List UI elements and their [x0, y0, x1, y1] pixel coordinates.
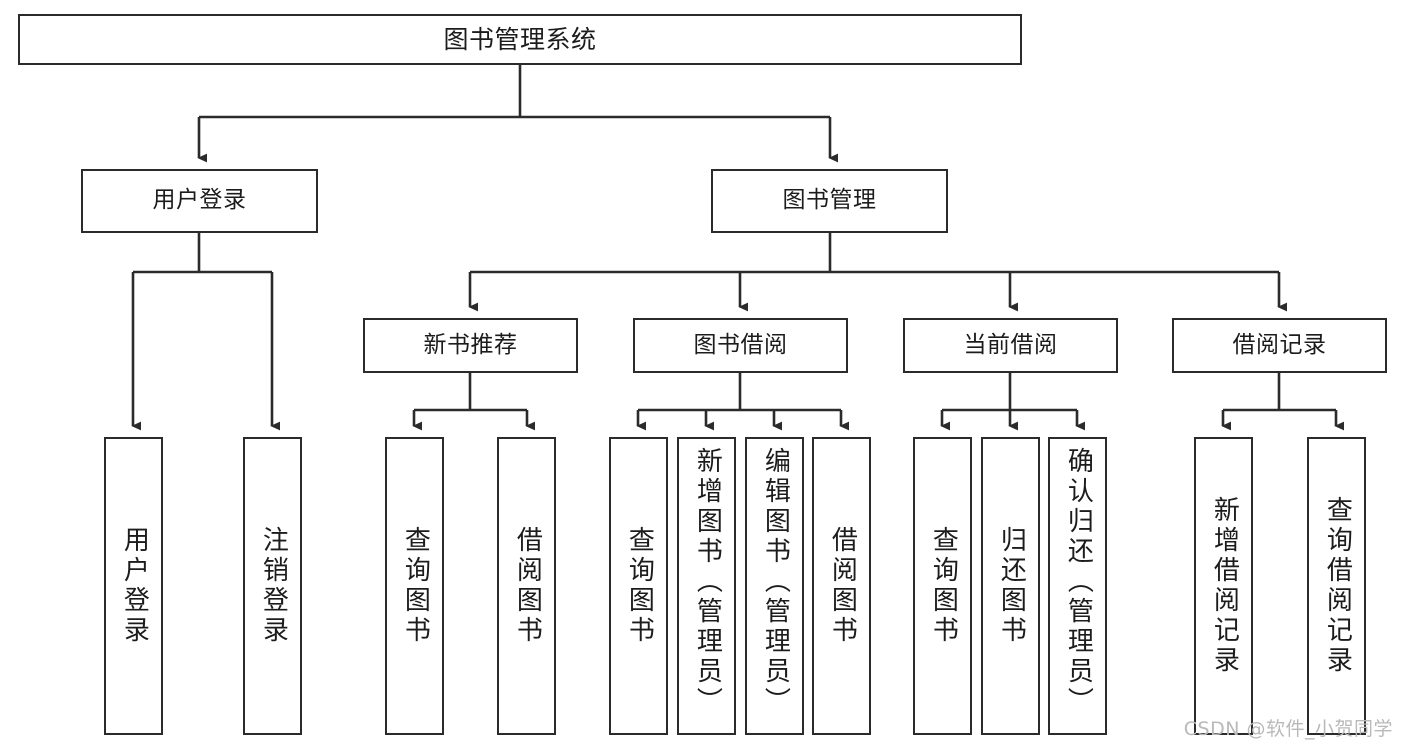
- node-leaf-query-book-1-label: 查询图书: [400, 526, 431, 646]
- node-new-book-recommend[interactable]: 新书推荐: [363, 318, 578, 373]
- node-leaf-edit-book-admin-label: 编辑图书（管理员）: [760, 447, 791, 717]
- node-book-manage[interactable]: 图书管理: [711, 169, 948, 233]
- node-leaf-query-book-1[interactable]: 查询图书: [385, 437, 444, 735]
- node-leaf-borrow-book-2-label: 借阅图书: [827, 526, 858, 646]
- node-leaf-user-login[interactable]: 用户登录: [104, 437, 163, 735]
- node-leaf-confirm-return-label: 确认归还（管理员）: [1063, 447, 1094, 717]
- node-leaf-logout-login-label: 注销登录: [258, 526, 289, 646]
- node-leaf-borrow-book-1-label: 借阅图书: [512, 526, 543, 646]
- node-leaf-user-login-label: 用户登录: [119, 526, 150, 646]
- node-book-borrow-label: 图书借阅: [693, 331, 788, 358]
- node-book-borrow[interactable]: 图书借阅: [633, 318, 848, 373]
- node-current-borrow-label: 当前借阅: [963, 331, 1058, 358]
- node-book-manage-label: 图书管理: [782, 187, 877, 214]
- node-user-login-label: 用户登录: [152, 187, 247, 214]
- node-new-book-recommend-label: 新书推荐: [423, 331, 518, 358]
- node-leaf-query-book-2[interactable]: 查询图书: [609, 437, 668, 735]
- node-leaf-confirm-return[interactable]: 确认归还（管理员）: [1048, 437, 1107, 735]
- node-leaf-query-record-label: 查询借阅记录: [1322, 496, 1353, 676]
- node-leaf-logout-login[interactable]: 注销登录: [243, 437, 302, 735]
- node-leaf-add-record[interactable]: 新增借阅记录: [1194, 437, 1253, 735]
- node-leaf-return-book[interactable]: 归还图书: [981, 437, 1040, 735]
- node-borrow-record[interactable]: 借阅记录: [1172, 318, 1387, 373]
- node-leaf-query-record[interactable]: 查询借阅记录: [1307, 437, 1366, 735]
- node-root[interactable]: 图书管理系统: [18, 14, 1022, 65]
- node-leaf-add-record-label: 新增借阅记录: [1209, 496, 1240, 676]
- node-user-login[interactable]: 用户登录: [81, 169, 318, 233]
- node-leaf-query-book-3[interactable]: 查询图书: [913, 437, 972, 735]
- csdn-watermark: CSDN @软件_小贺同学: [1183, 718, 1393, 740]
- node-borrow-record-label: 借阅记录: [1232, 331, 1327, 358]
- node-leaf-edit-book-admin[interactable]: 编辑图书（管理员）: [745, 437, 804, 735]
- node-leaf-query-book-2-label: 查询图书: [624, 526, 655, 646]
- node-leaf-query-book-3-label: 查询图书: [928, 526, 959, 646]
- node-current-borrow[interactable]: 当前借阅: [903, 318, 1118, 373]
- node-leaf-return-book-label: 归还图书: [996, 526, 1027, 646]
- node-leaf-borrow-book-1[interactable]: 借阅图书: [497, 437, 556, 735]
- node-root-label: 图书管理系统: [443, 24, 597, 54]
- node-leaf-borrow-book-2[interactable]: 借阅图书: [812, 437, 871, 735]
- node-leaf-add-book-admin[interactable]: 新增图书（管理员）: [677, 437, 736, 735]
- node-leaf-add-book-admin-label: 新增图书（管理员）: [692, 447, 723, 717]
